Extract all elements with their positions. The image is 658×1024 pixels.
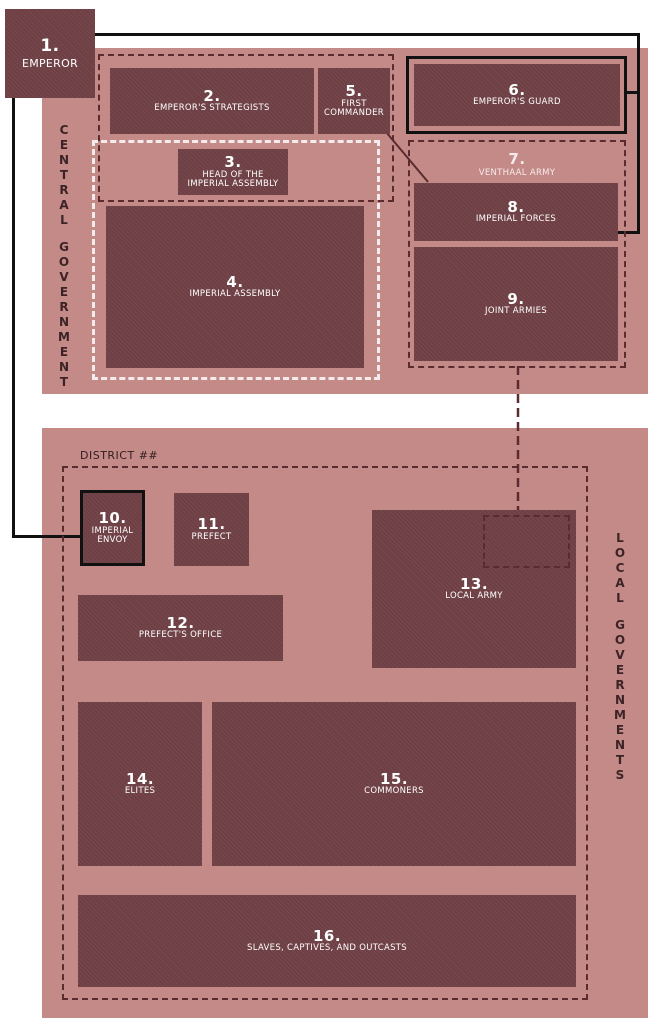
vertical-letter: N <box>58 315 70 329</box>
vertical-letter: A <box>615 576 625 590</box>
vertical-letter: C <box>615 561 625 575</box>
strategists-number: 2. <box>203 86 221 105</box>
vertical-letter: G <box>615 618 625 632</box>
elites-label: ELITES <box>124 786 156 797</box>
vertical-letter: L <box>60 213 68 227</box>
prefects-office-label: PREFECT'S OFFICE <box>138 630 223 641</box>
emperor-label: EMPEROR <box>21 56 79 70</box>
imperial-forces-number: 8. <box>507 197 525 216</box>
vertical-letter: N <box>614 693 626 707</box>
box-commoners[interactable]: 15. COMMONERS <box>212 702 576 866</box>
head-assembly-number: 3. <box>224 153 242 172</box>
emperor-connector-top <box>95 33 640 36</box>
vertical-letter: M <box>58 330 70 344</box>
vertical-letter: E <box>615 723 625 737</box>
imperial-forces-label: IMPERIAL FORCES <box>475 214 557 225</box>
vertical-letter <box>62 227 66 239</box>
district-boundary <box>62 466 588 1000</box>
vertical-letter: R <box>59 300 69 314</box>
local-army-number: 13. <box>459 574 489 593</box>
first-commander-label: FIRST COMMANDER <box>324 98 384 118</box>
joint-armies-number: 9. <box>507 289 525 308</box>
prefect-label: PREFECT <box>191 531 232 542</box>
box-elites[interactable]: 14. ELITES <box>78 702 202 866</box>
emperors-guard-outline <box>406 56 627 134</box>
vertical-letter: L <box>616 591 624 605</box>
venthaal-army-label: VENTHAAL ARMY <box>478 168 556 178</box>
vertical-letter: R <box>615 678 625 692</box>
vertical-letter: L <box>616 531 624 545</box>
connector-to-imperial-forces <box>618 231 640 234</box>
vertical-letter: T <box>59 375 69 389</box>
elites-number: 14. <box>125 769 155 788</box>
vertical-letter <box>618 605 622 617</box>
vertical-letter: N <box>58 360 70 374</box>
vertical-letter: O <box>614 546 626 560</box>
imperial-envoy-label: IMPERIAL ENVOY <box>91 525 134 545</box>
vertical-letter: E <box>615 663 625 677</box>
emperor-connector-left <box>12 95 15 538</box>
venthaal-army-number: 7. <box>508 150 526 168</box>
vertical-letter: E <box>59 138 69 152</box>
strategists-command-group <box>98 54 394 202</box>
head-assembly-label: HEAD OF THE IMPERIAL ASSEMBLY <box>187 169 279 189</box>
vertical-letter: V <box>59 270 69 284</box>
emperors-guard-label: EMPEROR'S GUARD <box>473 97 561 108</box>
commoners-label: COMMONERS <box>364 786 424 797</box>
vertical-letter: M <box>614 708 626 722</box>
slaves-number: 16. <box>312 926 342 945</box>
vertical-letter: S <box>615 768 625 782</box>
box-imperial-envoy[interactable]: 10. IMPERIAL ENVOY <box>80 490 145 566</box>
prefects-office-number: 12. <box>166 613 195 632</box>
vertical-letter: E <box>59 285 69 299</box>
vertical-letter: C <box>59 123 69 137</box>
vertical-letter: G <box>59 240 69 254</box>
box-slaves-captives-outcasts[interactable]: 16. SLAVES, CAPTIVES, AND OUTCASTS <box>78 895 576 987</box>
emperors-guard-number: 6. <box>508 80 526 99</box>
vertical-letter: N <box>58 153 70 167</box>
vertical-letter: V <box>615 648 625 662</box>
vertical-letter: A <box>59 198 69 212</box>
venthaal-army-title: 7. VENTHAAL ARMY <box>414 150 620 178</box>
vertical-letter: T <box>615 753 625 767</box>
emperor-connector-right <box>637 33 640 234</box>
vertical-letter: O <box>614 633 626 647</box>
box-emperors-guard[interactable]: 6. EMPEROR'S GUARD <box>414 64 620 126</box>
box-local-army[interactable]: 13. LOCAL ARMY <box>372 510 576 668</box>
imperial-envoy-number: 10. <box>98 509 127 528</box>
connector-to-emperors-guard <box>626 91 640 94</box>
box-prefects-office[interactable]: 12. PREFECT'S OFFICE <box>78 595 283 661</box>
vertical-letter: E <box>59 345 69 359</box>
box-imperial-assembly[interactable]: 4. IMPERIAL ASSEMBLY <box>106 206 364 368</box>
vertical-letter: O <box>58 255 70 269</box>
strategists-label: EMPEROR'S STRATEGISTS <box>154 103 270 114</box>
vertical-letter: R <box>59 183 69 197</box>
vertical-letter: N <box>614 738 626 752</box>
box-first-commander[interactable]: 5. FIRST COMMANDER <box>318 68 390 134</box>
box-emperors-strategists[interactable]: 2. EMPEROR'S STRATEGISTS <box>110 68 314 134</box>
box-imperial-forces[interactable]: 8. IMPERIAL FORCES <box>414 183 618 241</box>
connector-to-imperial-envoy <box>12 535 82 538</box>
box-head-imperial-assembly[interactable]: 3. HEAD OF THE IMPERIAL ASSEMBLY <box>178 149 288 195</box>
box-prefect[interactable]: 11. PREFECT <box>174 493 249 566</box>
prefect-number: 11. <box>197 515 226 534</box>
slaves-label: SLAVES, CAPTIVES, AND OUTCASTS <box>247 943 407 954</box>
box-emperor[interactable]: 1. EMPEROR <box>5 9 95 98</box>
imperial-assembly-label: IMPERIAL ASSEMBLY <box>189 289 281 300</box>
imperial-assembly-number: 4. <box>226 272 244 291</box>
district-label: DISTRICT ## <box>80 449 159 462</box>
emperor-number: 1. <box>40 35 60 56</box>
joint-armies-label: JOINT ARMIES <box>485 306 547 317</box>
box-joint-armies[interactable]: 9. JOINT ARMIES <box>414 247 618 361</box>
joint-armies-local-detachment <box>483 515 570 568</box>
imperial-assembly-group <box>92 140 380 380</box>
vertical-letter: T <box>59 168 69 182</box>
commoners-number: 15. <box>379 769 409 788</box>
local-army-label: LOCAL ARMY <box>445 591 503 602</box>
first-commander-number: 5. <box>345 82 363 101</box>
